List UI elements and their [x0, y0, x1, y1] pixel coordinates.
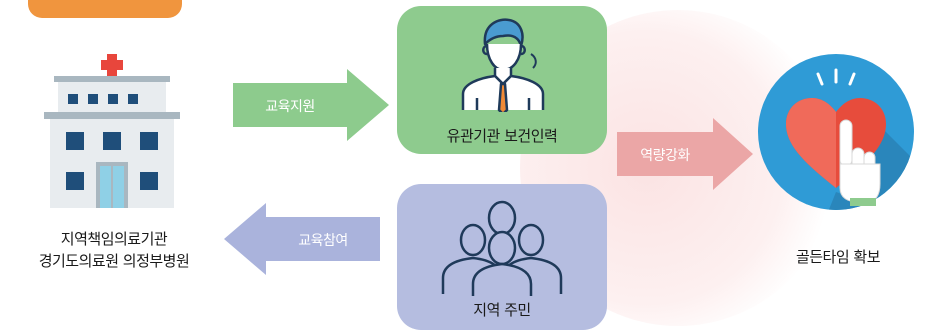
section-tag — [28, 0, 182, 18]
outcome-caption: 골든타임 확보 — [795, 248, 881, 266]
residents-box: 지역 주민 — [397, 184, 607, 330]
health-worker-icon — [461, 18, 545, 112]
golden-time-heart-icon — [758, 54, 914, 210]
health-workers-box: 유관기관 보건인력 — [397, 6, 607, 154]
capacity-building-label: 역량강화 — [640, 148, 690, 164]
hospital-caption: 지역책임의료기관 경기도의료원 의정부병원 — [16, 228, 212, 272]
education-support-label: 교육지원 — [265, 99, 315, 115]
education-participation-arrow — [224, 203, 380, 275]
education-support-arrow — [233, 69, 389, 141]
residents-group-icon — [441, 200, 563, 296]
residents-label: 지역 주민 — [473, 301, 531, 319]
hospital-building-icon — [44, 54, 180, 208]
education-participation-label: 교육참여 — [298, 233, 348, 249]
hospital-name-line2: 경기도의료원 의정부병원 — [38, 252, 190, 270]
capacity-building-arrow — [617, 118, 753, 190]
health-workers-label: 유관기관 보건인력 — [446, 127, 558, 145]
hospital-name-line1: 지역책임의료기관 — [60, 230, 168, 248]
